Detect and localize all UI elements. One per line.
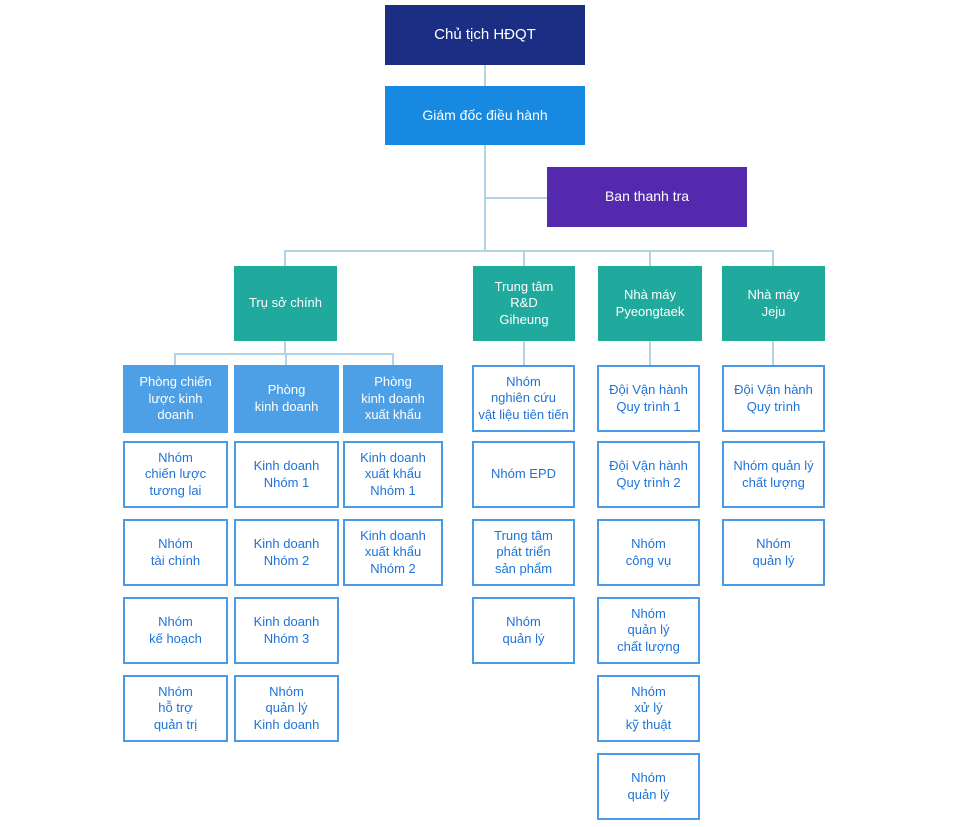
node-ceo: Giám đốc điều hành: [385, 86, 585, 145]
connector-rnd-stub: [523, 341, 525, 365]
node-team: Kinh doanh Nhóm 3: [234, 597, 339, 664]
node-team: Nhóm quản lý: [597, 753, 700, 820]
node-site-rnd-giheung: Trung tâm R&D Giheung: [473, 266, 575, 341]
connector-drop-hq: [284, 252, 286, 266]
node-team: Nhóm hỗ trợ quản trị: [123, 675, 228, 742]
node-team: Đội Vận hành Quy trình: [722, 365, 825, 432]
node-team: Đội Vận hành Quy trình 2: [597, 441, 700, 508]
node-site-pyeongtaek: Nhà máy Pyeongtaek: [598, 266, 702, 341]
connector-drop-dept-2: [285, 355, 287, 365]
connector-chairman-ceo: [484, 64, 486, 86]
node-team: Nhóm quản lý Kinh doanh: [234, 675, 339, 742]
node-team: Kinh doanh xuất khẩu Nhóm 2: [343, 519, 443, 586]
node-chairman: Chủ tịch HĐQT: [385, 5, 585, 65]
node-headquarters: Trụ sở chính: [234, 266, 337, 341]
node-team: Nhóm tài chính: [123, 519, 228, 586]
node-audit-board: Ban thanh tra: [547, 167, 747, 227]
connector-drop-rnd: [523, 252, 525, 266]
connector-drop-jeju: [772, 252, 774, 266]
node-team: Nhóm chiến lược tương lai: [123, 441, 228, 508]
node-dept-sales: Phòng kinh doanh: [234, 365, 339, 433]
node-site-jeju: Nhà máy Jeju: [722, 266, 825, 341]
node-team: Nhóm kế hoạch: [123, 597, 228, 664]
node-team: Nhóm EPD: [472, 441, 575, 508]
connector-main-bus: [284, 250, 774, 252]
connector-drop-pyeongtaek: [649, 252, 651, 266]
connector-pyeongtaek-stub: [649, 341, 651, 365]
node-dept-export-sales: Phòng kinh doanh xuất khẩu: [343, 365, 443, 433]
connector-dept-bus: [174, 353, 394, 355]
node-team: Nhóm quản lý chất lượng: [722, 441, 825, 508]
node-team: Nhóm quản lý chất lượng: [597, 597, 700, 664]
node-team: Nhóm quản lý: [472, 597, 575, 664]
node-team: Nhóm nghiên cứu vật liệu tiên tiến: [472, 365, 575, 432]
connector-drop-dept-1: [174, 355, 176, 365]
connector-hq-stub: [284, 341, 286, 353]
node-team: Nhóm công vụ: [597, 519, 700, 586]
node-team: Kinh doanh Nhóm 1: [234, 441, 339, 508]
connector-ceo-down: [484, 145, 486, 252]
node-team: Kinh doanh Nhóm 2: [234, 519, 339, 586]
connector-jeju-stub: [772, 341, 774, 365]
node-team: Nhóm xử lý kỹ thuật: [597, 675, 700, 742]
node-team: Kinh doanh xuất khẩu Nhóm 1: [343, 441, 443, 508]
node-team: Trung tâm phát triển sản phẩm: [472, 519, 575, 586]
connector-drop-dept-3: [392, 355, 394, 365]
node-team: Nhóm quản lý: [722, 519, 825, 586]
node-dept-business-strategy: Phòng chiến lược kinh doanh: [123, 365, 228, 433]
node-team: Đội Vận hành Quy trình 1: [597, 365, 700, 432]
connector-audit-branch: [486, 197, 547, 199]
